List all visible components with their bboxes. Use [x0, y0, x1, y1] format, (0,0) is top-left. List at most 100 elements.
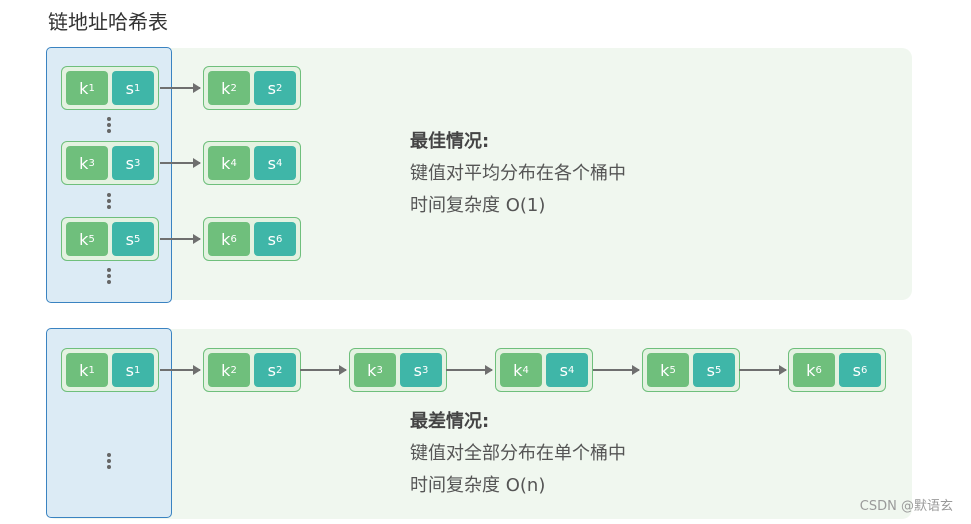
value-subscript: 5: [133, 233, 141, 245]
value-letter: s: [125, 78, 134, 98]
value-letter: s: [267, 78, 276, 98]
best-case-heading: 最佳情况:: [410, 131, 490, 152]
link-arrow: [739, 365, 787, 375]
link-arrow: [593, 365, 640, 375]
ellipsis-dots: [106, 117, 112, 135]
worst-case-panel: [46, 329, 912, 519]
value-subscript: 2: [275, 364, 283, 376]
link-arrow: [446, 365, 493, 375]
worst-case-line2: 时间复杂度 O(n): [410, 475, 546, 496]
link-arrow: [160, 83, 201, 93]
key-letter: k: [79, 360, 89, 380]
key-subscript: 3: [88, 157, 95, 169]
key-letter: k: [367, 360, 377, 380]
key-subscript: 3: [376, 364, 383, 376]
key-subscript: 5: [669, 364, 676, 376]
key-letter: k: [221, 360, 231, 380]
value-letter: s: [125, 153, 134, 173]
key-subscript: 1: [88, 364, 95, 376]
value-letter: s: [267, 360, 276, 380]
link-arrow: [160, 158, 201, 168]
value-letter: s: [559, 360, 568, 380]
key-subscript: 2: [230, 82, 237, 94]
worst-case-text: 最差情况: 键值对全部分布在单个桶中 时间复杂度 O(n): [410, 406, 626, 502]
ellipsis-dots: [106, 268, 112, 286]
best-case-panel: [46, 48, 912, 300]
key-subscript: 2: [230, 364, 237, 376]
ellipsis-dots: [106, 193, 112, 211]
value-subscript: 6: [860, 364, 868, 376]
key-letter: k: [806, 360, 816, 380]
value-letter: s: [267, 229, 276, 249]
value-subscript: 4: [275, 157, 283, 169]
key-letter: k: [660, 360, 670, 380]
value-subscript: 3: [133, 157, 141, 169]
value-letter: s: [706, 360, 715, 380]
value-subscript: 4: [567, 364, 575, 376]
worst-case-heading: 最差情况:: [410, 411, 490, 432]
best-case-line1: 键值对平均分布在各个桶中: [410, 163, 626, 184]
key-subscript: 4: [522, 364, 529, 376]
key-letter: k: [79, 229, 89, 249]
watermark: CSDN @默语玄: [859, 499, 953, 514]
value-letter: s: [267, 153, 276, 173]
value-subscript: 5: [714, 364, 722, 376]
ellipsis-dots: [106, 453, 112, 471]
key-subscript: 4: [230, 157, 237, 169]
key-subscript: 5: [88, 233, 95, 245]
link-arrow: [160, 234, 201, 244]
key-subscript: 6: [230, 233, 237, 245]
link-arrow: [300, 365, 347, 375]
value-letter: s: [413, 360, 422, 380]
best-case-line2: 时间复杂度 O(1): [410, 195, 546, 216]
value-subscript: 2: [275, 82, 283, 94]
diagram-title: 链地址哈希表: [48, 10, 168, 34]
value-letter: s: [125, 360, 134, 380]
key-letter: k: [79, 153, 89, 173]
key-letter: k: [221, 78, 231, 98]
value-letter: s: [125, 229, 134, 249]
key-letter: k: [513, 360, 523, 380]
key-subscript: 6: [815, 364, 822, 376]
key-letter: k: [79, 78, 89, 98]
key-letter: k: [221, 229, 231, 249]
value-letter: s: [852, 360, 861, 380]
value-subscript: 3: [421, 364, 429, 376]
value-subscript: 6: [275, 233, 283, 245]
key-letter: k: [221, 153, 231, 173]
value-subscript: 1: [133, 82, 141, 94]
